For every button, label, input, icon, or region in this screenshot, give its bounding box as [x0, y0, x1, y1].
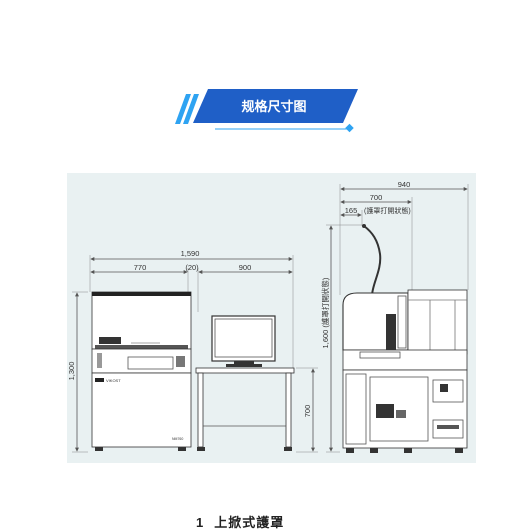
label-open-height: 1,600 (護罩打開狀態): [320, 277, 330, 348]
banner-background: [193, 89, 358, 123]
machine-cabinet: [91, 372, 192, 448]
banner-diamond: [345, 123, 354, 133]
label-total-depth: 940: [398, 180, 411, 189]
label-table-height: 700: [303, 405, 312, 418]
dimension-drawing-panel: VIKOST NM760 1,590 770 (20) 900 1,300 70…: [67, 173, 476, 463]
table-top: [195, 367, 295, 374]
side-view: [326, 184, 469, 453]
side-rear-housing: [407, 289, 468, 355]
label-machine-height: 1,300: [67, 362, 76, 381]
dimension-drawing: VIKOST NM760 1,590 770 (20) 900 1,300 70…: [67, 180, 469, 453]
table-leg-left: [197, 372, 204, 448]
label-right-width: 900: [239, 263, 252, 272]
label-arm-offset-note: (護罩打開狀態): [364, 206, 411, 215]
machine-model-plate: NM760: [172, 437, 183, 441]
label-total-width: 1,590: [181, 249, 200, 258]
figure-caption: 1 上掀式護罩: [196, 512, 284, 531]
table-leg-right: [285, 372, 292, 448]
banner-accent-stripe: [175, 94, 191, 124]
label-left-width: 770: [134, 263, 147, 272]
caption-text: 上掀式護罩: [214, 515, 285, 530]
label-arm-offset: 165: [345, 206, 358, 215]
label-gap: (20): [185, 263, 199, 272]
banner-title: 规格尺寸图: [241, 99, 306, 114]
machine-brand-label: VIKOST: [106, 378, 121, 383]
lamp-arm: [363, 225, 382, 297]
label-depth-to-arm: 700: [370, 193, 383, 202]
header-banner: 规格尺寸图: [175, 89, 358, 133]
caption-number: 1: [196, 515, 205, 530]
front-view: VIKOST NM760: [72, 255, 318, 453]
banner-accent-stripe: [183, 94, 199, 124]
